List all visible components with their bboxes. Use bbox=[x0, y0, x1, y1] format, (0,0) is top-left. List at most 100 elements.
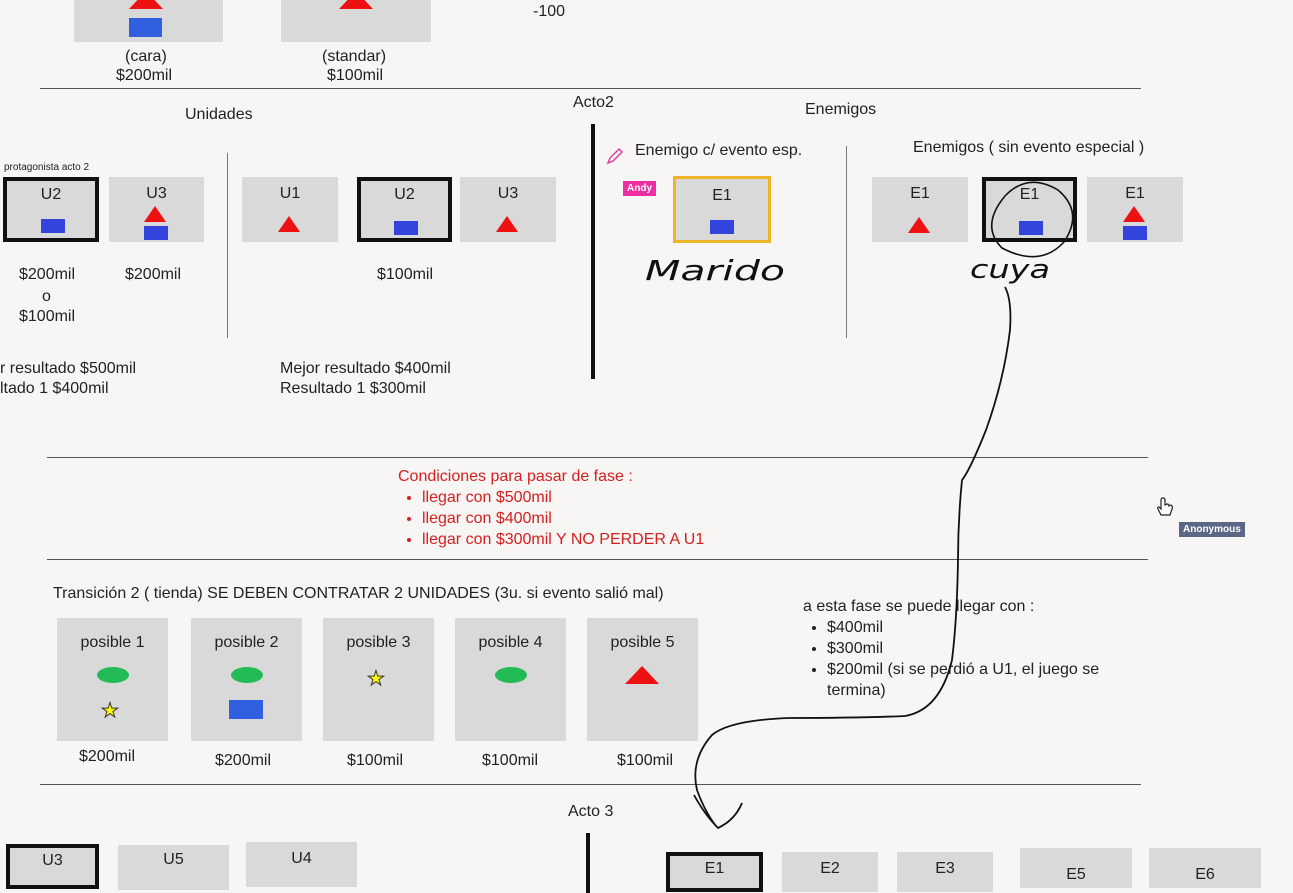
card-cara[interactable] bbox=[74, 0, 223, 42]
ellipse-icon bbox=[495, 667, 527, 683]
divider bbox=[47, 457, 1148, 458]
enemy-card-e1-bold[interactable]: E1 bbox=[982, 177, 1077, 242]
enemy-card-e2[interactable]: E2 bbox=[782, 852, 878, 892]
shop-option-5[interactable]: posible 5 bbox=[587, 618, 698, 741]
price-b: $200mil bbox=[125, 266, 182, 283]
triangle-icon bbox=[1123, 206, 1145, 222]
rectangle-icon bbox=[710, 220, 734, 234]
result-left-1: r resultado $500mil bbox=[0, 360, 137, 377]
reach-note-item: $200mil (si se perdió a U1, el juego se … bbox=[827, 659, 1133, 701]
option-label: posible 3 bbox=[346, 634, 411, 651]
ink-arrow-head bbox=[693, 794, 743, 830]
enemy-label: E3 bbox=[935, 860, 955, 877]
enemy-card-e1[interactable]: E1 bbox=[666, 852, 763, 892]
transition-title: Transición 2 ( tienda) SE DEBEN CONTRATA… bbox=[53, 585, 664, 602]
reach-note-item: $300mil bbox=[827, 638, 1133, 659]
units-header: Unidades bbox=[185, 106, 253, 123]
unit-label: U2 bbox=[40, 186, 62, 203]
star-icon: ★ bbox=[101, 700, 120, 723]
unit-card-u3[interactable]: U3 bbox=[6, 844, 99, 889]
enemy-label: E1 bbox=[1019, 186, 1040, 203]
divider bbox=[40, 88, 1141, 89]
enemy-label: E2 bbox=[820, 860, 840, 877]
enemy-label: E1 bbox=[704, 860, 725, 877]
option-price: $100mil bbox=[482, 752, 539, 769]
act2-title: Acto2 bbox=[573, 94, 614, 111]
standar-price: $100mil bbox=[327, 67, 384, 84]
condition-item: llegar con $500mil bbox=[422, 487, 704, 508]
option-price: $100mil bbox=[617, 752, 674, 769]
enemy-card-e6[interactable]: E6 bbox=[1149, 848, 1261, 888]
enemy-card-e1[interactable]: E1 bbox=[872, 177, 968, 242]
conditions-list: llegar con $500mil llegar con $400mil ll… bbox=[398, 487, 704, 550]
reach-note: a esta fase se puede llegar con : $400mi… bbox=[803, 597, 1133, 701]
protagonist-label: protagonista acto 2 bbox=[4, 162, 90, 173]
minus-value: -100 bbox=[533, 3, 566, 20]
triangle-icon bbox=[144, 206, 166, 222]
triangle-icon bbox=[339, 0, 373, 9]
triangle-icon bbox=[625, 666, 659, 684]
cursor-user-tag: Anonymous bbox=[1179, 522, 1245, 537]
divider bbox=[227, 153, 228, 338]
rectangle-icon bbox=[129, 18, 162, 37]
unit-label: U3 bbox=[497, 185, 519, 202]
act-divider bbox=[586, 833, 590, 893]
condition-item: llegar con $400mil bbox=[422, 508, 704, 529]
enemy-label: E1 bbox=[1125, 185, 1145, 202]
shop-option-1[interactable]: posible 1 ★ bbox=[57, 618, 168, 741]
enemy-card-e3[interactable]: E3 bbox=[897, 852, 993, 892]
reach-note-list: $400mil $300mil $200mil (si se perdió a … bbox=[803, 617, 1133, 701]
pencil-icon[interactable] bbox=[605, 146, 625, 171]
unit-card-u3[interactable]: U3 bbox=[460, 177, 556, 242]
rectangle-icon bbox=[394, 221, 418, 235]
shop-option-2[interactable]: posible 2 bbox=[191, 618, 302, 741]
option-price: $200mil bbox=[215, 752, 272, 769]
shop-option-3[interactable]: posible 3 ★ bbox=[323, 618, 434, 741]
option-label: posible 4 bbox=[478, 634, 543, 651]
option-label: posible 2 bbox=[214, 634, 279, 651]
unit-card-u4[interactable]: U4 bbox=[246, 842, 357, 887]
ellipse-icon bbox=[231, 667, 263, 683]
triangle-icon bbox=[908, 217, 930, 233]
ellipse-icon bbox=[97, 667, 129, 683]
unit-card-u5[interactable]: U5 bbox=[118, 845, 229, 890]
divider bbox=[40, 784, 1141, 785]
hand-note-cuya: cuya bbox=[970, 255, 1050, 285]
star-icon: ★ bbox=[367, 668, 386, 691]
card-standar[interactable] bbox=[281, 0, 431, 42]
unit-label: U4 bbox=[291, 850, 312, 867]
enemy-card-e1-mixed[interactable]: E1 bbox=[1087, 177, 1183, 242]
conditions-title: Condiciones para pasar de fase : bbox=[398, 468, 633, 485]
unit-card-u2[interactable]: U2 bbox=[357, 177, 452, 242]
hand-note-marido: Marido bbox=[645, 254, 785, 287]
enemy-special-label: Enemigo c/ evento esp. bbox=[635, 142, 803, 159]
enemy-card-e1-special[interactable]: E1 bbox=[673, 176, 771, 243]
enemy-label: E1 bbox=[910, 185, 930, 202]
enemy-label: E1 bbox=[712, 187, 732, 204]
price-a1: $200mil bbox=[19, 266, 76, 283]
option-label: posible 1 bbox=[80, 634, 145, 651]
triangle-icon bbox=[129, 0, 163, 9]
price-c: $100mil bbox=[377, 266, 434, 283]
result-left-2: ltado 1 $400mil bbox=[0, 380, 109, 397]
enemy-regular-label: Enemigos ( sin evento especial ) bbox=[913, 139, 1145, 156]
ink-arrow-line bbox=[694, 286, 1012, 827]
divider bbox=[846, 146, 847, 338]
condition-item: llegar con $300mil Y NO PERDER A U1 bbox=[422, 529, 704, 550]
enemy-card-e5[interactable]: E5 bbox=[1020, 848, 1132, 888]
unit-card-u2-protagonist[interactable]: U2 bbox=[3, 177, 99, 242]
enemy-label: E6 bbox=[1195, 866, 1215, 883]
reach-note-item: $400mil bbox=[827, 617, 1133, 638]
hand-cursor-icon bbox=[1153, 495, 1177, 524]
cara-label: (cara) bbox=[125, 48, 167, 65]
enemy-label: E5 bbox=[1066, 866, 1086, 883]
divider bbox=[47, 559, 1148, 560]
unit-card-u1[interactable]: U1 bbox=[242, 177, 338, 242]
triangle-icon bbox=[496, 216, 518, 232]
enemies-header: Enemigos bbox=[805, 101, 877, 118]
shop-option-4[interactable]: posible 4 bbox=[455, 618, 566, 741]
act3-title: Acto 3 bbox=[568, 803, 614, 820]
unit-label: U3 bbox=[42, 852, 63, 869]
unit-card-u3[interactable]: U3 bbox=[109, 177, 204, 242]
cara-price: $200mil bbox=[116, 67, 173, 84]
